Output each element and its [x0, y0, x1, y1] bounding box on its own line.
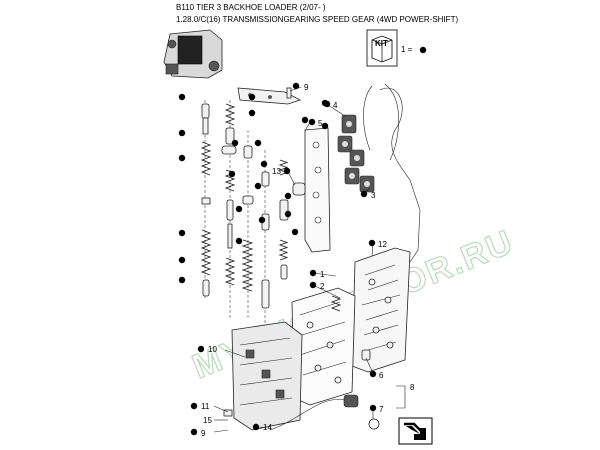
wiring-harness [269, 349, 380, 431]
svg-text:1: 1 [320, 270, 325, 279]
svg-text:10: 10 [208, 345, 217, 354]
svg-text:8: 8 [410, 383, 415, 392]
kit-box: KIT 1 = [366, 29, 427, 67]
callout-13: 13 [272, 167, 291, 176]
kit-qty-dot [419, 46, 427, 54]
svg-text:15: 15 [203, 416, 212, 425]
kit-label: KIT [375, 39, 388, 48]
svg-text:9: 9 [304, 83, 309, 92]
header-model-line: B110 TIER 3 BACKHOE LOADER (2/07- ) [176, 3, 326, 12]
svg-text:6: 6 [379, 371, 384, 380]
callout-11: 11 [190, 402, 210, 411]
top-cover-plate [237, 87, 302, 105]
header-section-line: 1.28.0/C(16) TRANSMISSIONGEARING SPEED G… [176, 15, 459, 24]
svg-text:12: 12 [378, 240, 387, 249]
callout-9-bottom: 9 [190, 428, 206, 438]
intermediate-plate [292, 127, 331, 253]
callout-5: 5 [308, 118, 323, 128]
callout-8: 8 [410, 383, 415, 392]
svg-text:5: 5 [318, 119, 323, 128]
valve-body-housing [223, 321, 303, 431]
svg-text:11: 11 [201, 402, 210, 411]
right-valve-plate [351, 247, 411, 373]
callout-14: 14 [252, 423, 272, 432]
callout-10: 10 [197, 345, 217, 354]
callout-3: 3 [360, 190, 376, 200]
svg-text:13: 13 [272, 167, 281, 176]
solenoid-valve-group [337, 83, 421, 263]
callout-7: 7 [369, 404, 384, 414]
callout-4: 4 [323, 100, 338, 110]
kit-qty-label: 1 = [401, 45, 413, 54]
svg-text:3: 3 [371, 191, 376, 200]
svg-text:4: 4 [333, 101, 338, 110]
svg-text:7: 7 [379, 405, 384, 414]
callout-leaders [213, 86, 406, 433]
svg-text:14: 14 [263, 423, 272, 432]
callout-1: 1 [309, 269, 325, 279]
forward-arrow-icon[interactable] [398, 417, 433, 445]
kit-box-icon [371, 35, 393, 63]
callout-6: 6 [369, 370, 384, 380]
left-valve-spool-stack [200, 100, 212, 300]
callout-12: 12 [368, 239, 387, 249]
center-valve-stack [241, 130, 289, 330]
callout-9-top: 9 [292, 82, 309, 92]
transmission-thumbnail-icon [160, 28, 223, 79]
center-left-valve-stack [221, 100, 237, 320]
svg-text:2: 2 [320, 282, 325, 291]
svg-text:9: 9 [201, 429, 206, 438]
callout-15: 15 [203, 416, 212, 425]
callout-2: 2 [309, 281, 325, 291]
